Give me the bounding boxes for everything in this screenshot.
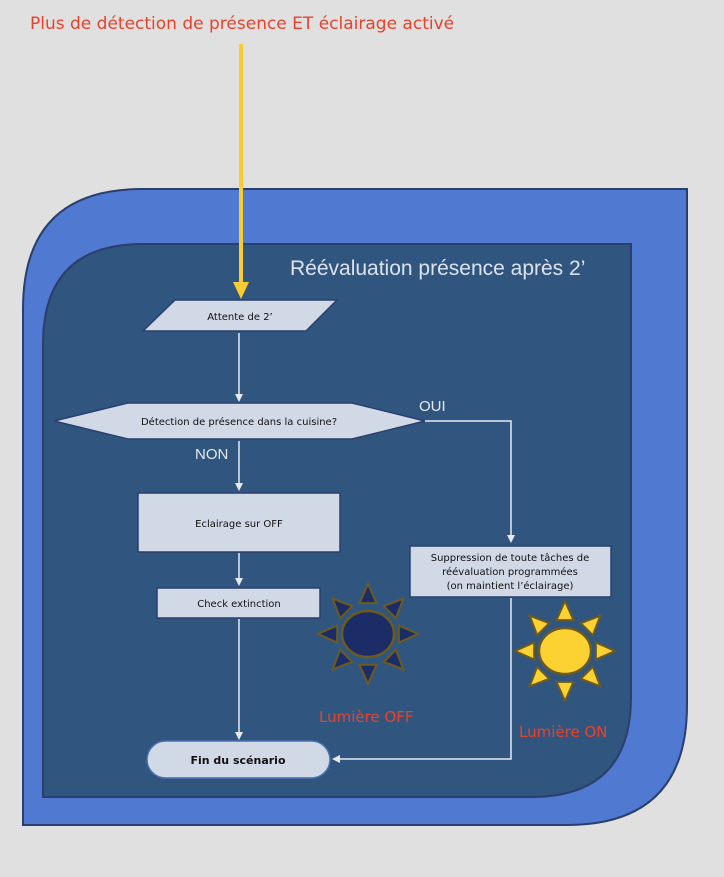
light-on-state-label: Lumière ON [519, 723, 607, 741]
suppress-node[interactable]: Suppression de toute tâches de réévaluat… [409, 545, 612, 598]
sun-ray [381, 596, 406, 621]
end-node[interactable]: Fin du scénario [146, 740, 331, 779]
sun-ray [315, 623, 339, 645]
sun-ray [554, 680, 576, 704]
sun-on-icon [512, 598, 618, 704]
suppress-node-line-2: réévaluation programmées [442, 566, 578, 578]
branch-yes-label: OUI [419, 398, 446, 415]
sun-disc [340, 609, 396, 659]
light-off-node[interactable]: Eclairage sur OFF [137, 492, 341, 553]
end-node-label: Fin du scénario [190, 754, 285, 767]
suppress-node-line-1: Suppression de toute tâches de [431, 552, 590, 564]
trigger-arrowhead [233, 282, 249, 299]
light-off-node-label: Eclairage sur OFF [195, 519, 283, 530]
sun-ray [397, 623, 421, 645]
sun-ray [381, 647, 406, 672]
decision-node-label: Détection de présence dans la cuisine? [141, 416, 337, 428]
decision-node[interactable]: Détection de présence dans la cuisine? [53, 402, 426, 440]
sun-ray [554, 598, 576, 622]
sun-ray [578, 613, 603, 638]
sun-ray [512, 640, 536, 662]
branch-no-label: NON [195, 446, 228, 463]
sun-ray [330, 647, 355, 672]
suppress-node-line-3: (on maintient l’éclairage) [447, 580, 574, 592]
sun-ray [330, 596, 355, 621]
check-node-label: Check extinction [197, 599, 281, 610]
check-node[interactable]: Check extinction [156, 587, 321, 619]
sun-ray [594, 640, 618, 662]
wait-node-label: Attente de 2’ [207, 312, 272, 323]
sun-disc [537, 626, 593, 676]
wait-node[interactable]: Attente de 2’ [141, 299, 339, 332]
sun-ray [578, 664, 603, 689]
light-off-state-label: Lumière OFF [319, 708, 414, 726]
sun-off-icon [315, 581, 421, 687]
trigger-label: Plus de détection de présence ET éclaira… [30, 14, 454, 34]
sun-ray [527, 613, 552, 638]
sun-ray [357, 663, 379, 687]
sun-ray [357, 581, 379, 605]
frame-title: Réévaluation présence après 2’ [290, 257, 585, 280]
connector-yes [425, 420, 515, 543]
sun-ray [527, 664, 552, 689]
connector-suppress-end [332, 598, 512, 763]
